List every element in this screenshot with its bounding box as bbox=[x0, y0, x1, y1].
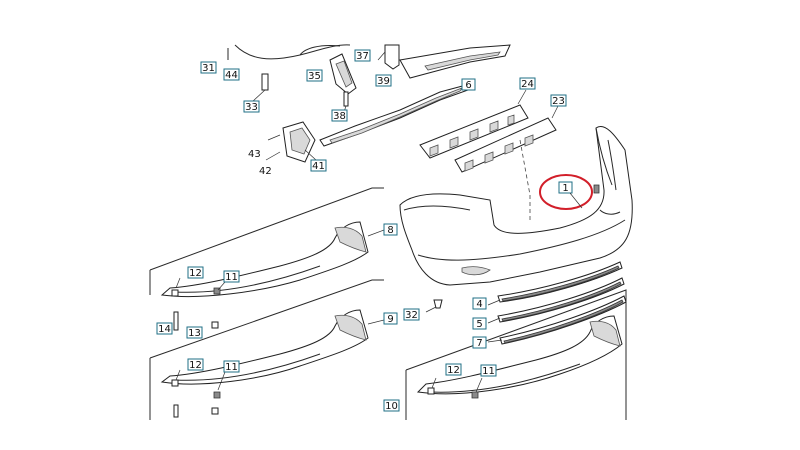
lower-trim-strips bbox=[425, 261, 627, 345]
svg-text:24: 24 bbox=[521, 79, 534, 90]
svg-text:7: 7 bbox=[476, 338, 482, 349]
callout-23[interactable]: 23 bbox=[550, 94, 567, 107]
callout-24[interactable]: 24 bbox=[519, 77, 536, 90]
svg-text:32: 32 bbox=[405, 310, 418, 321]
callout-13[interactable]: 13 bbox=[186, 326, 203, 339]
svg-text:39: 39 bbox=[377, 76, 390, 87]
callout-11b[interactable]: 11 bbox=[223, 360, 240, 373]
svg-text:11: 11 bbox=[225, 272, 238, 283]
rear-bumper-fascia bbox=[399, 126, 633, 286]
callout-14[interactable]: 14 bbox=[156, 322, 173, 335]
panel-9-group bbox=[149, 279, 385, 420]
panel-8-group bbox=[149, 187, 385, 331]
callout-4[interactable]: 4 bbox=[472, 297, 487, 310]
label-43: 43 bbox=[248, 149, 261, 160]
callout-12b[interactable]: 12 bbox=[187, 358, 204, 371]
panel-10-group bbox=[405, 289, 627, 420]
callout-44[interactable]: 44 bbox=[223, 68, 240, 81]
svg-text:11: 11 bbox=[225, 362, 238, 373]
highlight-circle bbox=[539, 174, 593, 210]
svg-text:14: 14 bbox=[158, 324, 171, 335]
svg-text:41: 41 bbox=[312, 161, 325, 172]
svg-text:12: 12 bbox=[447, 365, 460, 376]
svg-text:33: 33 bbox=[245, 102, 258, 113]
callout-35[interactable]: 35 bbox=[306, 69, 323, 82]
callout-10[interactable]: 10 bbox=[383, 399, 400, 412]
callout-11a[interactable]: 11 bbox=[223, 270, 240, 283]
svg-text:37: 37 bbox=[356, 51, 369, 62]
svg-text:11: 11 bbox=[482, 366, 495, 377]
svg-text:44: 44 bbox=[225, 70, 238, 81]
svg-text:4: 4 bbox=[476, 299, 482, 310]
svg-text:10: 10 bbox=[385, 401, 398, 412]
callout-12c[interactable]: 12 bbox=[445, 363, 462, 376]
callout-39[interactable]: 39 bbox=[375, 74, 392, 87]
svg-text:1: 1 bbox=[562, 183, 568, 194]
svg-text:5: 5 bbox=[476, 319, 482, 330]
svg-text:12: 12 bbox=[189, 268, 202, 279]
callout-1-leader bbox=[569, 192, 583, 209]
callout-7[interactable]: 7 bbox=[472, 336, 487, 349]
label-42: 42 bbox=[259, 166, 272, 177]
callout-5[interactable]: 5 bbox=[472, 317, 487, 330]
callout-31[interactable]: 31 bbox=[200, 61, 217, 74]
svg-text:13: 13 bbox=[188, 328, 201, 339]
svg-text:23: 23 bbox=[552, 96, 565, 107]
svg-text:12: 12 bbox=[189, 360, 202, 371]
callout-12a[interactable]: 12 bbox=[187, 266, 204, 279]
callout-8[interactable]: 8 bbox=[383, 223, 398, 236]
callout-9[interactable]: 9 bbox=[383, 312, 398, 325]
callout-6[interactable]: 6 bbox=[461, 78, 476, 91]
svg-text:38: 38 bbox=[333, 111, 346, 122]
upper-left-bracket-group bbox=[227, 44, 511, 163]
callout-41[interactable]: 41 bbox=[310, 159, 327, 172]
svg-text:9: 9 bbox=[387, 314, 393, 325]
svg-text:6: 6 bbox=[465, 80, 471, 91]
svg-text:31: 31 bbox=[202, 63, 215, 74]
callout-labels: 31 44 33 35 37 38 39 6 24 23 41 1 8 9 12… bbox=[156, 49, 573, 412]
callout-11c[interactable]: 11 bbox=[480, 364, 497, 377]
callout-1[interactable]: 1 bbox=[558, 181, 573, 194]
energy-absorber-group bbox=[419, 89, 559, 173]
callout-33[interactable]: 33 bbox=[243, 100, 260, 113]
svg-text:8: 8 bbox=[387, 225, 393, 236]
callout-38[interactable]: 38 bbox=[331, 109, 348, 122]
svg-text:35: 35 bbox=[308, 71, 321, 82]
callout-37[interactable]: 37 bbox=[354, 49, 371, 62]
callout-32[interactable]: 32 bbox=[403, 308, 420, 321]
